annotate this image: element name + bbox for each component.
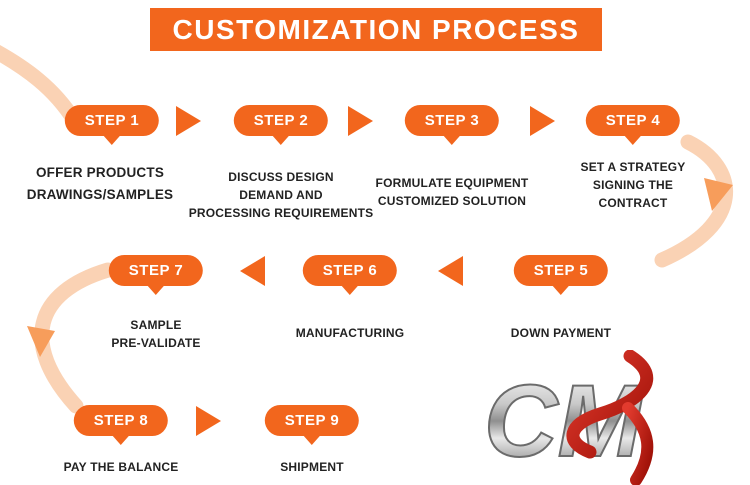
step-pill-1: STEP 1 [64,105,160,136]
step-desc-9: SHIPMENT [280,460,344,474]
step-desc-5: DOWN PAYMENT [510,326,612,340]
step-desc-3: FORMULATE EQUIPMENT CUSTOMIZED SOLUTION [375,176,529,208]
step-pill-3: STEP 3 [404,105,500,136]
flow-curve-left [34,262,116,414]
step-desc-4: SET A STRATEGY SIGNING THE CONTRACT [580,160,686,210]
flow-arrow-right-icon [348,106,373,136]
header-banner: CUSTOMIZATION PROCESS [150,8,602,51]
flow-arrow-right-icon [196,406,221,436]
step-desc-1: OFFER PRODUCTS DRAWINGS/SAMPLES [26,165,174,202]
flow-curve-start [0,45,82,128]
flow-arrow-left-icon [438,256,463,286]
curve-arrowhead-left-icon [27,326,55,357]
flow-arrow-right-icon [176,106,201,136]
ribbon-icon [566,349,654,459]
step-pill-2: STEP 2 [233,105,329,136]
step-pill-9: STEP 9 [264,405,360,436]
flow-arrow-left-icon [240,256,265,286]
step-pill-8: STEP 8 [73,405,169,436]
curve-arrowhead-right-icon [704,178,733,211]
step-desc-7: SAMPLE PRE-VALIDATE [111,318,201,350]
flow-arrow-right-icon [530,106,555,136]
step-desc-8: PAY THE BALANCE [63,460,179,474]
step-desc-6: MANUFACTURING [295,326,405,340]
step-pill-4: STEP 4 [585,105,681,136]
step-pill-5: STEP 5 [513,255,609,286]
brand-logo: CM [478,349,708,485]
step-pill-6: STEP 6 [302,255,398,286]
step-pill-7: STEP 7 [108,255,204,286]
page-title: CUSTOMIZATION PROCESS [172,13,580,45]
step-desc-2: DISCUSS DESIGN DEMAND AND PROCESSING REQ… [188,170,374,220]
brand-logo-text: CM [484,364,645,478]
ribbon-tail-icon [622,402,654,485]
brand-logo-graphic: CM [483,349,654,485]
